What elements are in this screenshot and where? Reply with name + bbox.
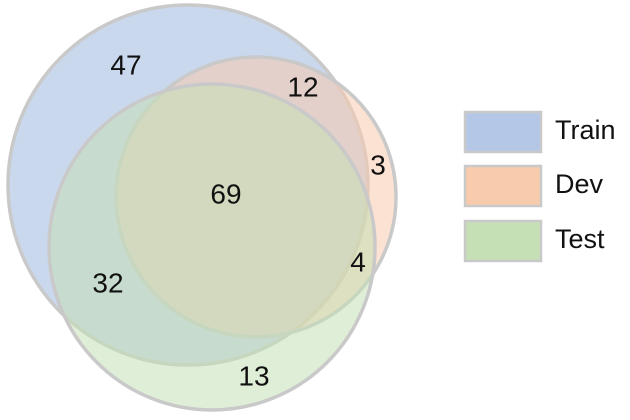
region-test-only-count: 13 — [238, 360, 269, 391]
legend-swatch-test — [463, 219, 543, 263]
legend-label-test: Test — [555, 224, 605, 254]
region-train-test-count: 32 — [92, 267, 123, 298]
legend-swatch-dev — [463, 164, 543, 208]
legend-label-train: Train — [555, 115, 616, 145]
legend-swatch-train — [463, 110, 543, 154]
legend: Train Dev Test — [463, 110, 616, 263]
region-train-only-count: 47 — [110, 49, 141, 80]
legend-item-dev: Dev — [463, 164, 604, 208]
region-dev-test-count: 4 — [350, 246, 366, 277]
test-circle — [47, 82, 377, 412]
region-train-dev-count: 12 — [287, 71, 318, 102]
region-all-three-count: 69 — [210, 178, 241, 209]
region-dev-only-count: 3 — [370, 149, 386, 180]
legend-item-train: Train — [463, 110, 616, 154]
legend-label-dev: Dev — [555, 169, 604, 199]
legend-item-test: Test — [463, 219, 605, 263]
